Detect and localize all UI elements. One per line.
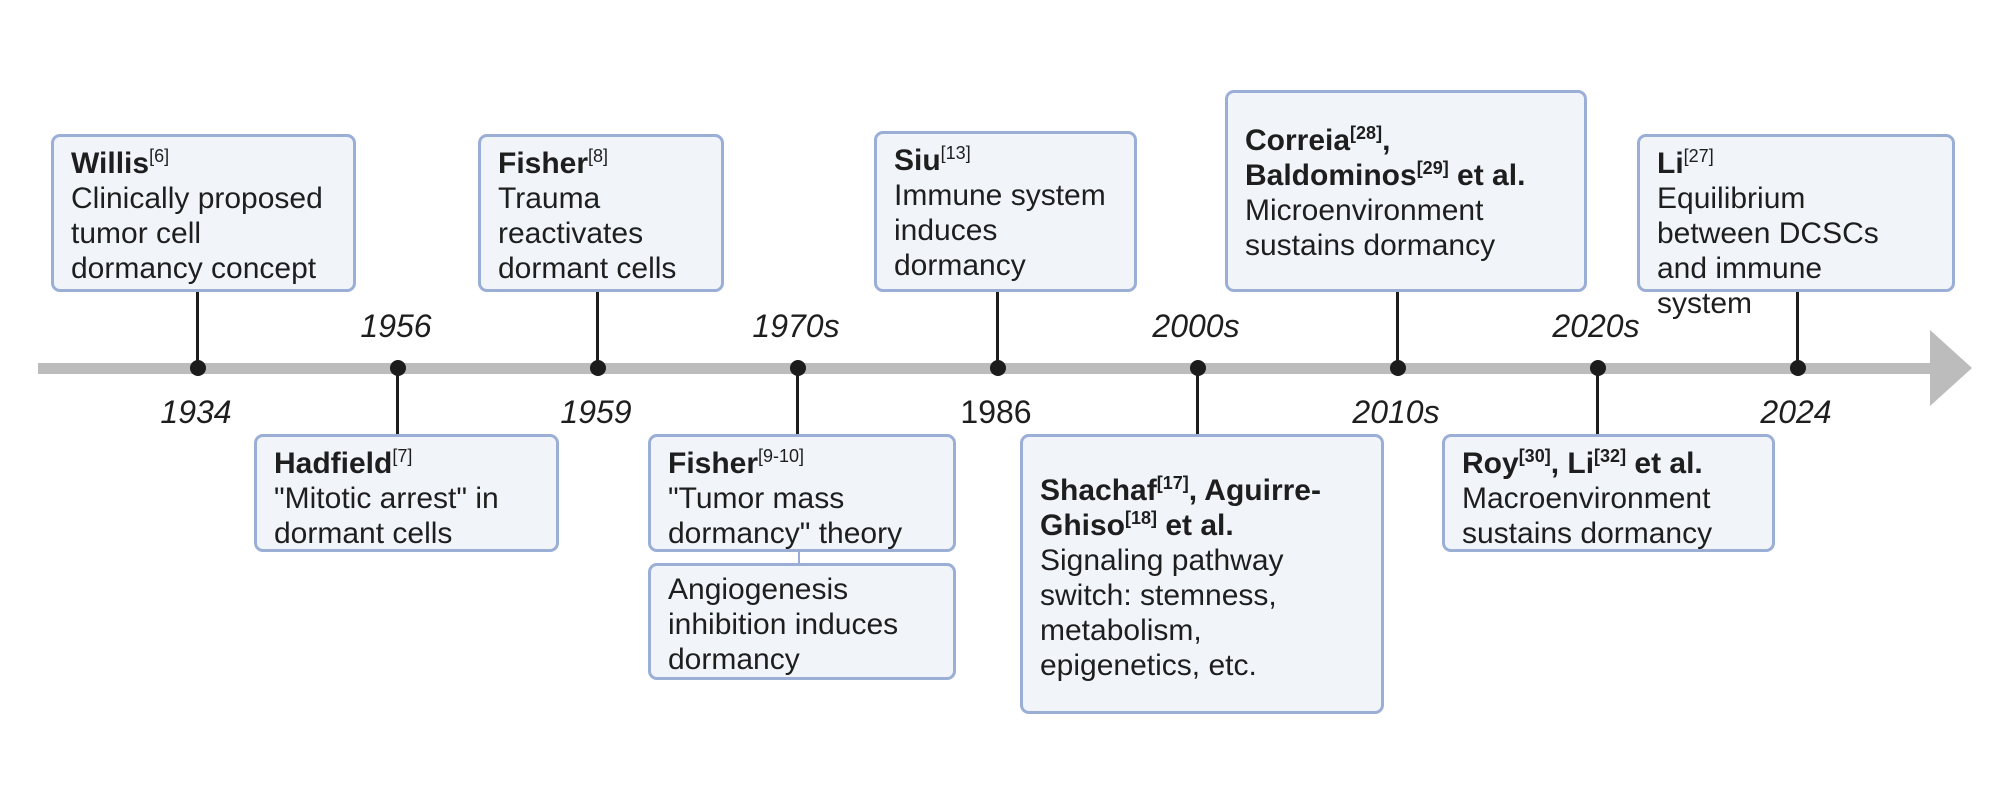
stem-2010s bbox=[1396, 290, 1399, 368]
year-label-1934: 1934 bbox=[160, 394, 232, 430]
citation-ref: [7] bbox=[392, 446, 413, 466]
dot-1970s bbox=[790, 360, 806, 376]
dot-2000s bbox=[1190, 360, 1206, 376]
citation-ref: [29] bbox=[1416, 158, 1449, 178]
event-description: "Mitotic arrest" in dormant cells bbox=[274, 482, 499, 550]
citation-ref: [18] bbox=[1125, 508, 1158, 528]
citation-ref: [9-10] bbox=[758, 446, 805, 466]
dot-2010s bbox=[1390, 360, 1406, 376]
event-author: Roy bbox=[1462, 447, 1519, 480]
event-description: Microenvironment sustains dormancy bbox=[1245, 194, 1496, 262]
author-line: Baldominos[29] et al. bbox=[1245, 158, 1567, 193]
event-author: Fisher bbox=[668, 447, 759, 480]
timeline-axis bbox=[38, 363, 1938, 374]
event-card-angiogenesis: Angiogenesis inhibition induces dormancy bbox=[648, 563, 956, 680]
stem-1934 bbox=[196, 290, 199, 368]
dot-1959 bbox=[590, 360, 606, 376]
year-label-2010s: 2010s bbox=[1352, 394, 1440, 430]
card-connector bbox=[798, 552, 800, 565]
dot-1934 bbox=[190, 360, 206, 376]
year-label-2000s: 2000s bbox=[1152, 308, 1240, 344]
citation-ref: [32] bbox=[1594, 446, 1627, 466]
stem-2000s bbox=[1196, 368, 1199, 434]
citation-ref: [17] bbox=[1156, 473, 1189, 493]
author-separator: , bbox=[1188, 474, 1205, 507]
event-author: Li bbox=[1657, 147, 1684, 180]
et-al: et al. bbox=[1626, 447, 1703, 480]
event-description: Angiogenesis inhibition induces dormancy bbox=[668, 573, 899, 676]
dot-1986 bbox=[990, 360, 1006, 376]
et-al: et al. bbox=[1157, 509, 1234, 542]
event-description: Signaling pathway switch: stemness, meta… bbox=[1040, 544, 1284, 682]
event-card-fisher-9-10: Fisher[9-10] "Tumor mass dormancy" theor… bbox=[648, 434, 956, 552]
event-description: Trauma reactivates dormant cells bbox=[498, 182, 677, 285]
stem-1956 bbox=[396, 368, 399, 434]
event-author: Siu bbox=[894, 144, 941, 177]
event-author: Li bbox=[1567, 447, 1595, 480]
year-label-1959: 1959 bbox=[560, 394, 632, 430]
stem-2024 bbox=[1796, 290, 1799, 368]
event-author: Fisher bbox=[498, 147, 589, 180]
stem-1986 bbox=[996, 290, 999, 368]
year-label-1986: 1986 bbox=[960, 394, 1032, 430]
dot-2024 bbox=[1790, 360, 1806, 376]
event-card-shachaf: Shachaf[17], Aguirre-Ghiso[18] et al. Si… bbox=[1020, 434, 1384, 714]
year-label-2020s: 2020s bbox=[1552, 308, 1640, 344]
citation-ref: [27] bbox=[1683, 146, 1714, 166]
event-card-li-27: Li[27] Equilibrium between DCSCs and imm… bbox=[1637, 134, 1955, 320]
year-label-2024: 2024 bbox=[1760, 394, 1832, 430]
dot-2020s bbox=[1590, 360, 1606, 376]
event-author: Shachaf bbox=[1040, 474, 1157, 507]
citation-ref: [30] bbox=[1518, 446, 1551, 466]
year-label-1956: 1956 bbox=[360, 308, 432, 344]
citation-ref: [6] bbox=[149, 146, 170, 166]
stem-2020s bbox=[1596, 368, 1599, 434]
event-author: Willis bbox=[71, 147, 150, 180]
event-card-roy: Roy[30], Li[32] et al. Macroenvironment … bbox=[1442, 434, 1775, 552]
event-author: Aguirre-Ghiso bbox=[1040, 474, 1321, 542]
event-description: Equilibrium between DCSCs and immune sys… bbox=[1657, 182, 1879, 320]
event-description: "Tumor mass dormancy" theory bbox=[668, 482, 903, 550]
event-card-hadfield: Hadfield[7] "Mitotic arrest" in dormant … bbox=[254, 434, 559, 552]
event-description: Immune system induces dormancy bbox=[894, 179, 1106, 282]
author-separator: , bbox=[1550, 447, 1568, 480]
event-card-correia: Correia[28], Baldominos[29] et al. Micro… bbox=[1225, 90, 1587, 292]
event-card-siu: Siu[13] Immune system induces dormancy bbox=[874, 131, 1137, 292]
stem-1970s bbox=[796, 368, 799, 434]
event-author: Correia bbox=[1245, 124, 1351, 157]
timeline-arrowhead bbox=[1930, 330, 1972, 406]
stem-1959 bbox=[596, 290, 599, 368]
citation-ref: [28] bbox=[1350, 123, 1383, 143]
author-separator: , bbox=[1382, 124, 1391, 157]
event-card-willis: Willis[6] Clinically proposed tumor cell… bbox=[51, 134, 356, 292]
et-al: et al. bbox=[1448, 159, 1526, 192]
citation-ref: [13] bbox=[940, 143, 971, 163]
event-description: Clinically proposed tumor cell dormancy … bbox=[71, 182, 323, 285]
event-description: Macroenvironment sustains dormancy bbox=[1462, 482, 1713, 550]
event-author: Baldominos bbox=[1245, 159, 1417, 192]
citation-ref: [8] bbox=[588, 146, 609, 166]
event-author: Hadfield bbox=[274, 447, 393, 480]
dot-1956 bbox=[390, 360, 406, 376]
event-card-fisher-8: Fisher[8] Trauma reactivates dormant cel… bbox=[478, 134, 724, 292]
year-label-1970s: 1970s bbox=[752, 308, 840, 344]
